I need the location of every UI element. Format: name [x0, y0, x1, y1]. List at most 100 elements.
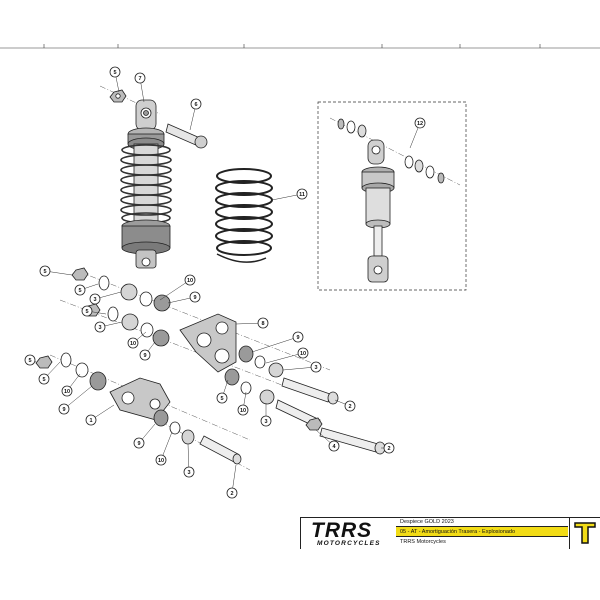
callout-circle [61, 385, 73, 397]
callout-circle [226, 487, 238, 499]
callout-number: 5 [85, 309, 88, 315]
callout-7: 7 [134, 72, 146, 103]
callout-10: 10 [155, 431, 173, 466]
callout-number: 9 [193, 295, 196, 301]
callout-number: 9 [296, 335, 299, 341]
callout-number: 8 [261, 321, 264, 327]
callout-8: 8 [235, 317, 269, 329]
logo-main-text: TRRS [311, 519, 373, 542]
callout-circle [328, 440, 340, 452]
callout-circle [310, 361, 322, 373]
callout-circle [81, 305, 93, 317]
callout-number: 10 [187, 278, 193, 284]
callout-1: 1 [85, 404, 115, 426]
callout-6: 6 [189, 98, 202, 131]
callout-circle [296, 188, 308, 200]
callout-number: 3 [187, 470, 190, 476]
callout-5: 5 [74, 283, 99, 296]
callout-number: 9 [137, 441, 140, 447]
callout-number: 1 [89, 418, 92, 424]
drawing-frame [0, 44, 600, 49]
trrs-logo: TRRS MOTORCYCLES [307, 520, 393, 548]
callout-3: 3 [282, 361, 322, 373]
callout-number: 10 [300, 351, 306, 357]
callout-2: 2 [226, 464, 238, 499]
callout-circle [24, 354, 36, 366]
callout-circle [189, 291, 201, 303]
callout-9: 9 [58, 385, 93, 415]
rear-shock-absorber [109, 89, 172, 269]
callout-leader [251, 336, 299, 353]
callout-number: 5 [78, 288, 81, 294]
callout-10: 10 [237, 391, 249, 416]
callout-12: 12 [409, 117, 426, 149]
callout-circle [383, 442, 395, 454]
callout-circle [134, 72, 146, 84]
detail-box-12 [317, 101, 467, 291]
callout-number: 12 [417, 121, 423, 127]
callout-circle [216, 392, 228, 404]
callout-leader [159, 279, 191, 301]
title-block-text: Despiece GOLD 2023 05 - AT - Amortiguaci… [396, 518, 568, 549]
callout-circle [155, 454, 167, 466]
callout-circle [257, 317, 269, 329]
callout-number: 9 [143, 353, 146, 359]
callout-number: 10 [64, 389, 70, 395]
callout-9: 9 [251, 331, 304, 353]
callout-circle [74, 284, 86, 296]
callout-circle [190, 98, 202, 110]
callout-3: 3 [183, 443, 195, 478]
callout-circle [139, 349, 151, 361]
callout-number: 5 [220, 396, 223, 402]
callout-number: 10 [240, 408, 246, 414]
callout-circle [58, 403, 70, 415]
callout-leader [63, 385, 93, 410]
callout-5: 5 [24, 354, 37, 366]
callout-10: 10 [127, 331, 147, 349]
callout-number: 3 [93, 297, 96, 303]
title-line-1: Despiece GOLD 2023 [396, 518, 568, 527]
callout-circle [184, 274, 196, 286]
callout-number: 4 [332, 444, 336, 450]
callout-circle [89, 293, 101, 305]
callout-circle [414, 117, 426, 129]
callout-circle [292, 331, 304, 343]
callout-3: 3 [260, 403, 272, 427]
callout-circle [127, 337, 139, 349]
trrs-shield-emblem-icon [569, 518, 600, 549]
linkage-parts [35, 267, 386, 465]
callout-circle [260, 415, 272, 427]
title-block: TRRS MOTORCYCLES Despiece GOLD 2023 05 -… [300, 517, 600, 549]
callout-number: 10 [130, 341, 136, 347]
callout-circle [344, 400, 356, 412]
title-line-2: 05 - AT - Amortiguación Trasera - Explos… [396, 527, 568, 537]
callout-number: 3 [98, 325, 101, 331]
logo-sub-text: MOTORCYCLES [317, 540, 381, 547]
callout-number: 5 [28, 358, 31, 364]
callout-2: 2 [381, 442, 395, 454]
callout-number: 2 [348, 404, 351, 410]
callout-circle [38, 373, 50, 385]
callout-circle [297, 347, 309, 359]
callout-number: 10 [158, 458, 164, 464]
callout-number: 3 [314, 365, 317, 371]
callout-leader [265, 352, 304, 364]
callout-3: 3 [89, 291, 122, 305]
callout-9: 9 [139, 341, 156, 361]
callout-5: 5 [109, 66, 121, 93]
title-line-3: TRRS Motorcycles [400, 539, 446, 545]
callout-4: 4 [315, 429, 340, 452]
callout-5: 5 [216, 379, 229, 404]
callout-number: 5 [42, 377, 45, 383]
callout-circle [237, 404, 249, 416]
callout-5: 5 [81, 305, 107, 317]
callout-number: 2 [387, 446, 390, 452]
center-lines [49, 85, 461, 471]
callout-10: 10 [61, 373, 81, 397]
callout-number: 5 [113, 70, 116, 76]
callout-circle [39, 265, 51, 277]
shock-spring-coils [120, 144, 172, 224]
callout-circle [94, 321, 106, 333]
callout-3: 3 [94, 321, 123, 333]
